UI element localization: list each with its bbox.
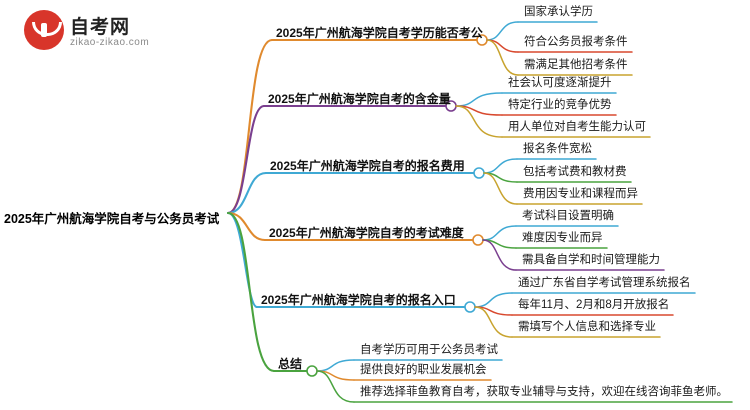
leaf-node-label: 需具备自学和时间管理能力: [522, 254, 660, 266]
leaf-node-label: 需满足其他招考条件: [524, 59, 628, 71]
leaf-node-label: 用人单位对自考生能力认可: [508, 121, 646, 133]
leaf-node-label: 每年11月、2月和8月开放报名: [518, 299, 670, 311]
leaf-node-label: 通过广东省自学考试管理系统报名: [518, 277, 691, 289]
connector-line: [486, 39, 519, 76]
connector-line: [483, 158, 518, 174]
leaf-node-label: 自考学历可用于公务员考试: [360, 344, 498, 356]
connector-line: [226, 211, 276, 373]
connector-line: [226, 171, 268, 215]
connector-line: [226, 211, 267, 242]
connector-line: [474, 292, 513, 308]
book-logo-icon: [24, 10, 64, 50]
leaf-node-label: 包括考试费和教材费: [523, 166, 627, 178]
connector-line: [455, 92, 503, 107]
leaf-node-label: 难度因专业而异: [522, 232, 603, 244]
site-logo: 自考网 zikao-zikao.com: [24, 8, 184, 56]
connector-line: [316, 370, 355, 403]
leaf-node-label: 费用因专业和课程而异: [523, 188, 638, 200]
logo-subtitle: zikao-zikao.com: [70, 37, 150, 48]
connector-line: [474, 306, 513, 338]
leaf-node-label: 考试科目设置明确: [522, 210, 614, 222]
leaf-node-label: 国家承认学历: [524, 6, 593, 18]
leaf-node-label: 符合公务员报考条件: [524, 36, 628, 48]
connector-line: [486, 21, 519, 41]
branch-node-label: 2025年广州航海学院自考学历能否考公: [276, 26, 483, 40]
node-dot[interactable]: [464, 301, 476, 313]
connector-line: [482, 225, 517, 241]
leaf-node-label: 社会认可度逐渐提升: [508, 77, 612, 89]
connector-line: [316, 359, 355, 372]
leaf-node-label: 特定行业的竞争优势: [508, 99, 612, 111]
connector-line: [226, 211, 259, 309]
logo-title: 自考网: [70, 17, 131, 38]
leaf-node-label: 需填写个人信息和选择专业: [518, 321, 656, 333]
connector-line: [482, 239, 517, 271]
branch-node-label: 2025年广州航海学院自考的考试难度: [269, 226, 464, 240]
leaf-node-label: 报名条件宽松: [523, 143, 592, 155]
connector-line: [483, 172, 518, 205]
node-dot[interactable]: [472, 234, 484, 246]
branch-node-label: 总结: [278, 357, 303, 371]
leaf-node-label: 提供良好的职业发展机会: [360, 364, 487, 376]
node-dot[interactable]: [306, 365, 318, 377]
branch-node-label: 2025年广州航海学院自考的报名费用: [270, 159, 465, 173]
branch-node-label: 2025年广州航海学院自考的报名入口: [261, 293, 456, 307]
node-dot[interactable]: [473, 167, 485, 179]
root-node-label: 2025年广州航海学院自考与公务员考试: [4, 212, 220, 226]
connector-line: [455, 105, 503, 138]
leaf-node-label: 推荐选择菲鱼教育自考，获取专业辅导与支持，欢迎在线咨询菲鱼老师。: [360, 386, 728, 398]
branch-node-label: 2025年广州航海学院自考的含金量: [268, 92, 451, 106]
connector-line: [226, 104, 266, 215]
